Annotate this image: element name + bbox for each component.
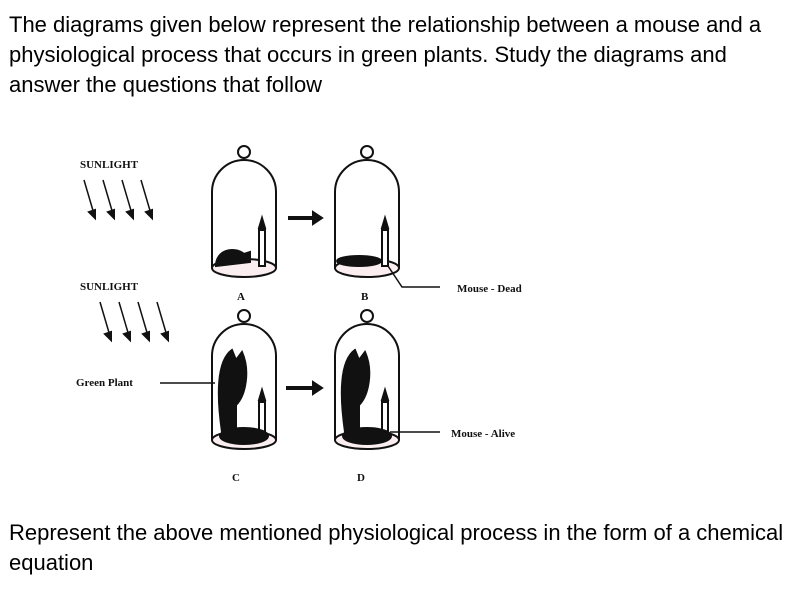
green-plant-label: Green Plant (76, 377, 133, 389)
green-plant (340, 348, 371, 433)
mouse-alive-label: Mouse - Alive (451, 428, 515, 440)
jar-outline (211, 323, 277, 440)
question-intro: The diagrams given below represent the r… (9, 12, 762, 97)
mouse-dead-leader-line (387, 265, 440, 288)
sunlight-ray-icon (99, 301, 111, 337)
mouse (214, 249, 251, 268)
candle-flame (380, 214, 390, 229)
sunlight-ray-icon (121, 179, 133, 215)
sunlight-ray-icon (137, 301, 149, 337)
sunlight-ray-head (87, 208, 96, 221)
jar-outline (211, 159, 277, 268)
jar-label-b: B (361, 291, 369, 303)
jar-label-a: A (237, 291, 245, 303)
jar-label-d: D (357, 472, 365, 484)
sunlight-ray-head (103, 330, 112, 343)
green-plant (217, 348, 248, 433)
sunlight-ray-head (125, 208, 134, 221)
sunlight-ray-head (144, 208, 153, 221)
bell-jar (334, 145, 400, 278)
arrowhead-icon (312, 210, 324, 226)
sunlight-label-bottom: SUNLIGHT (80, 281, 139, 293)
bell-jar (211, 145, 277, 278)
sunlight-ray-icon (156, 301, 168, 337)
mouse (342, 427, 392, 445)
jar-outline (334, 323, 400, 440)
candle-flame (257, 386, 267, 401)
candle-flame (257, 214, 267, 229)
mouse (219, 427, 269, 445)
jar-label-c: C (232, 472, 240, 484)
bell-jar (211, 309, 277, 450)
sunlight-ray-head (106, 208, 115, 221)
sunlight-ray-icon (118, 301, 130, 337)
jar-knob (237, 145, 251, 159)
sunlight-ray-icon (140, 179, 152, 215)
sunlight-label-top: SUNLIGHT (80, 159, 139, 171)
jar-knob (360, 309, 374, 323)
question-prompt: Represent the above mentioned physiologi… (9, 520, 784, 575)
sunlight-ray-icon (83, 179, 95, 215)
candle (381, 229, 389, 267)
jar-outline (334, 159, 400, 268)
jar-knob (237, 309, 251, 323)
candle-flame (380, 386, 390, 401)
sunlight-ray-head (141, 330, 150, 343)
arrowhead-icon (312, 380, 324, 396)
candle (258, 229, 266, 267)
sunlight-ray-icon (102, 179, 114, 215)
bell-jar (334, 309, 400, 450)
sunlight-ray-head (122, 330, 131, 343)
sunlight-ray-head (160, 330, 169, 343)
jar-knob (360, 145, 374, 159)
mouse-dead-label: Mouse - Dead (457, 283, 522, 295)
mouse-dead (336, 255, 382, 267)
